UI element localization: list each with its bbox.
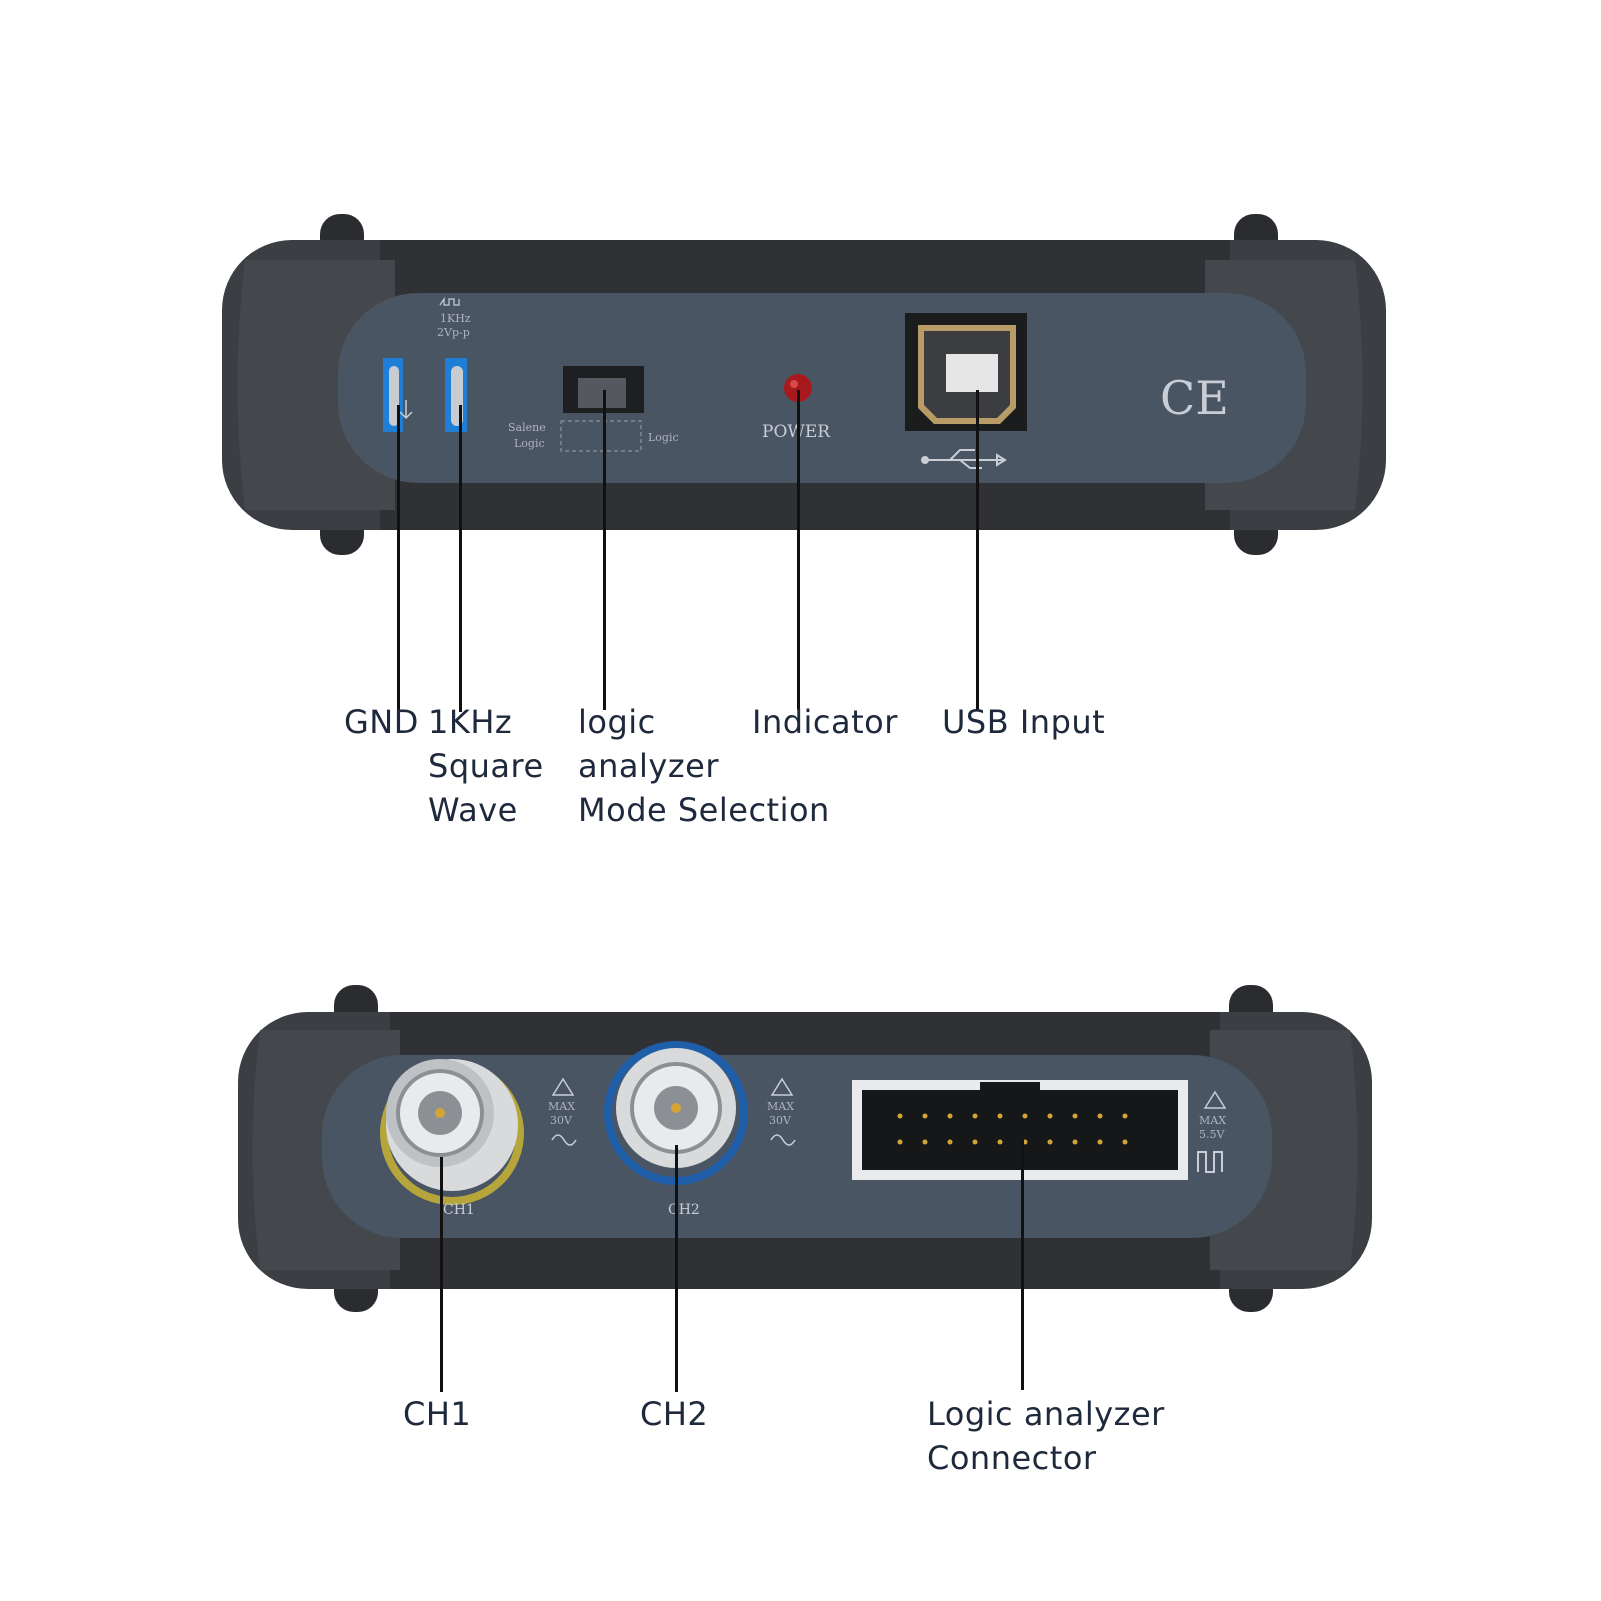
leader-mode <box>603 390 606 710</box>
pulse-icon <box>1197 1151 1223 1173</box>
label-gnd: GND <box>344 703 419 741</box>
label-mode-selection: logic analyzer Mode Selection <box>578 703 830 829</box>
silk-max-v-2: 30V <box>769 1114 792 1127</box>
silk-freq: 1KHz <box>440 312 471 325</box>
leader-logic-connector <box>1021 1140 1024 1390</box>
label-usb-input: USB Input <box>942 703 1106 741</box>
silk-max-v-3: 5.5V <box>1199 1128 1225 1141</box>
silk-max-2: MAX <box>767 1100 794 1113</box>
leader-square-wave <box>459 405 462 712</box>
silk-ce: CE <box>1160 371 1229 425</box>
silk-max-1: MAX <box>548 1100 575 1113</box>
label-ch1: CH1 <box>403 1395 472 1433</box>
silk-mode-left-2: Logic <box>514 437 545 450</box>
leader-usb <box>976 390 979 710</box>
silk-mode-right: Logic <box>648 431 679 444</box>
silk-power: POWER <box>762 422 831 442</box>
label-logic-connector: Logic analyzer Connector <box>927 1395 1165 1477</box>
silk-ch1: CH1 <box>443 1202 475 1218</box>
leader-gnd <box>397 405 400 712</box>
power-led <box>784 374 812 402</box>
silk-vpp: 2Vp-p <box>437 326 470 339</box>
label-indicator: Indicator <box>752 703 898 741</box>
silk-max-v-1: 30V <box>550 1114 573 1127</box>
leader-ch2 <box>675 1145 678 1392</box>
silk-max-3: MAX <box>1199 1114 1226 1127</box>
silk-mode-left-1: Salene <box>508 421 546 434</box>
rear-panel-face <box>338 293 1306 483</box>
leader-ch1 <box>440 1157 443 1392</box>
label-ch2: CH2 <box>640 1395 709 1433</box>
usb-symbol-icon <box>925 449 1007 469</box>
silk-ch2: CH2 <box>668 1202 700 1218</box>
ground-symbol-icon <box>399 400 413 420</box>
connector-pins <box>897 1113 1128 1145</box>
leader-indicator <box>797 390 800 710</box>
label-square-wave: 1KHz Square Wave <box>428 703 544 829</box>
